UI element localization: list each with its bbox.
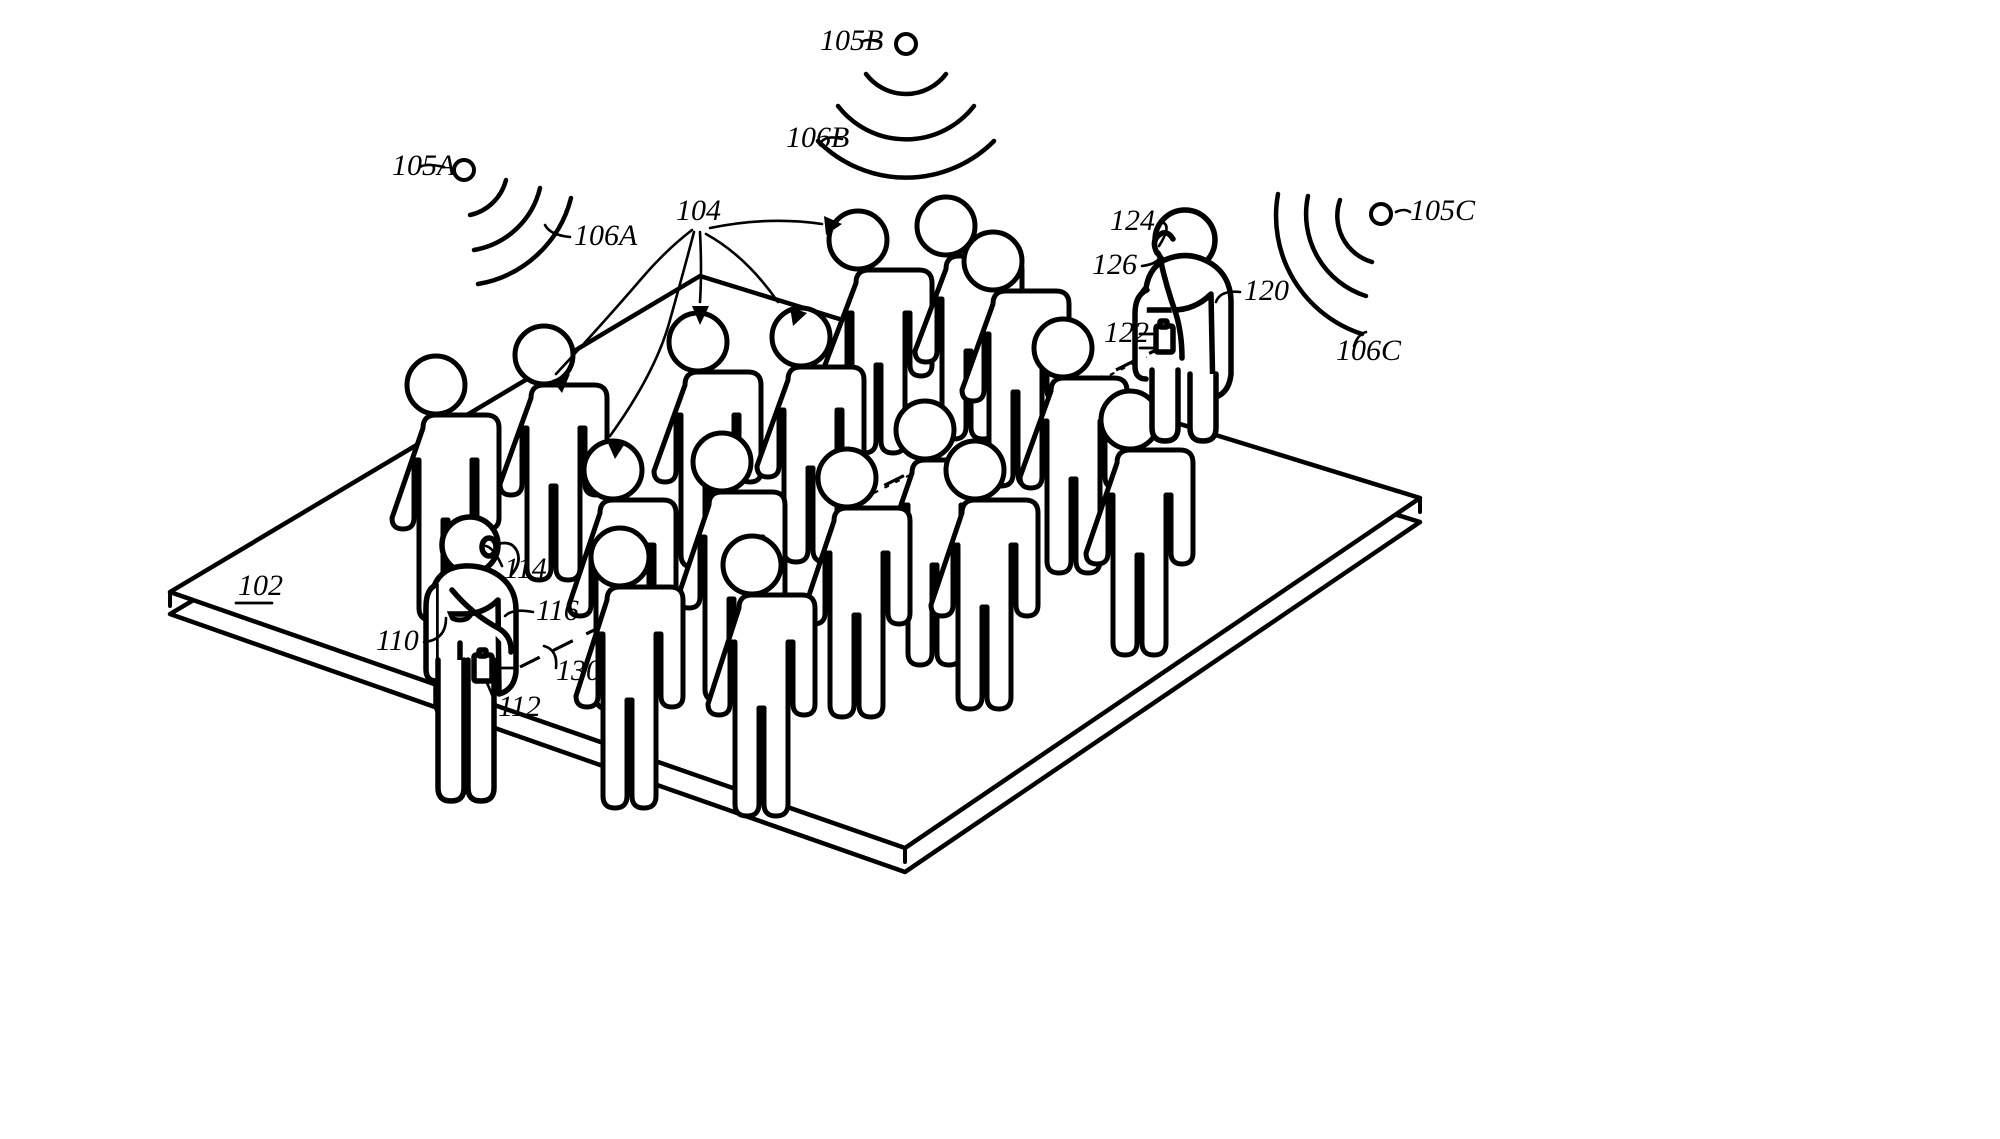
venue-label-group: 102 (234, 569, 283, 605)
emitter-105B-group: 105B 106B (786, 24, 997, 180)
emitter-105A-arc-3 (475, 195, 574, 287)
emitter-105C-group: 105C 106C (1273, 191, 1476, 367)
emitter-105A-node (452, 158, 476, 182)
label-110: 110 (376, 624, 419, 657)
emitter-105B-arc-2 (835, 103, 977, 142)
label-116: 116 (536, 594, 579, 627)
officer-120-device-122 (1153, 318, 1176, 355)
officer-110-strap (449, 587, 514, 655)
label-122: 122 (1104, 316, 1149, 349)
label-105C: 105C (1410, 194, 1476, 227)
crowd-person (928, 438, 1041, 712)
crowd-person (1017, 316, 1130, 576)
emitter-105C-arc-2 (1303, 193, 1369, 299)
crowd-person (389, 353, 502, 623)
label-106C: 106C (1336, 334, 1402, 367)
crowd-person (754, 305, 867, 565)
label-120: 120 (1244, 274, 1289, 307)
label-130: 130 (556, 654, 601, 687)
crowd-person (705, 533, 818, 819)
crowd-person (800, 446, 913, 720)
officer-110-device-112 (471, 647, 495, 684)
crowd-person (1083, 388, 1196, 658)
label-106A: 106A (574, 219, 638, 252)
label-126: 126 (1092, 248, 1137, 281)
emitter-105B-arc-1 (863, 71, 949, 97)
officer-120-strap (1157, 255, 1185, 361)
officer-120-labels: 124 126 122 120 (1092, 204, 1289, 349)
emitter-105A-arc-2 (471, 185, 543, 253)
officer-110-labels: 110 114 116 112 130 (376, 544, 601, 723)
label-112: 112 (498, 690, 541, 723)
emitter-105C-node (1369, 202, 1393, 226)
officer-110-earpiece-wire (493, 541, 520, 577)
emitter-105C-arc-3 (1273, 191, 1365, 337)
emitter-105A-group: 105A 106A (392, 149, 638, 287)
emitter-105C-arc-1 (1335, 197, 1375, 265)
emitter-105A-arc-1 (467, 177, 509, 218)
crowd-callout-104: 104 (552, 194, 842, 459)
emitter-105B-node (894, 32, 918, 56)
crowd-person (573, 525, 686, 811)
crowd-group (389, 194, 1196, 819)
crowd-person (959, 229, 1072, 489)
label-114: 114 (504, 552, 547, 585)
label-124: 124 (1110, 204, 1155, 237)
officer-120 (1132, 207, 1234, 444)
label-104: 104 (676, 194, 721, 227)
venue-label: 102 (238, 569, 283, 602)
emitter-105B-arc-3 (815, 138, 997, 180)
